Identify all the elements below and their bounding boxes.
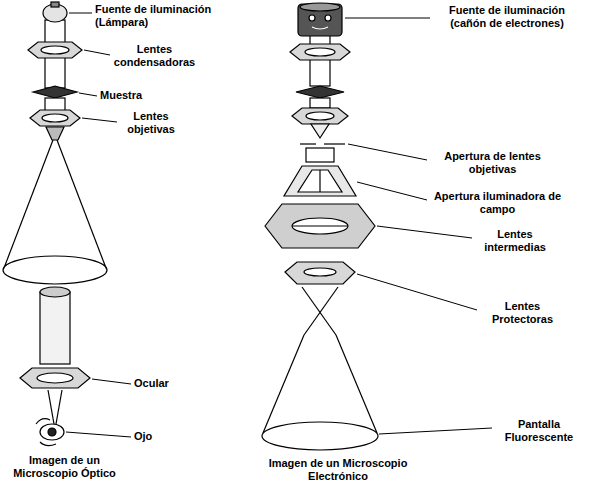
part-label: Apertura de lentes objetivas <box>430 150 555 176</box>
caption: Imagen de un Microscopio Electrónico <box>258 457 418 483</box>
part-label: Lentes Protectoras <box>480 300 565 326</box>
part-label: Ojo <box>134 430 174 443</box>
part-label: Ocular <box>134 377 189 390</box>
part-label: Muestra <box>100 89 160 102</box>
part-label: Fuente de iluminación (cañón de electron… <box>432 4 582 30</box>
part-label: Pantalla Fluorescente <box>494 418 584 444</box>
part-label: Lentes condensadoras <box>112 43 197 69</box>
part-label: Lentes intermedias <box>475 228 555 254</box>
part-label: Fuente de iluminación (Lámpara) <box>95 3 225 29</box>
caption: Imagen de un Microscopio Óptico <box>2 454 127 480</box>
part-label: Lentes objetivas <box>119 110 183 136</box>
part-label: Apertura iluminadora de campo <box>430 190 565 216</box>
